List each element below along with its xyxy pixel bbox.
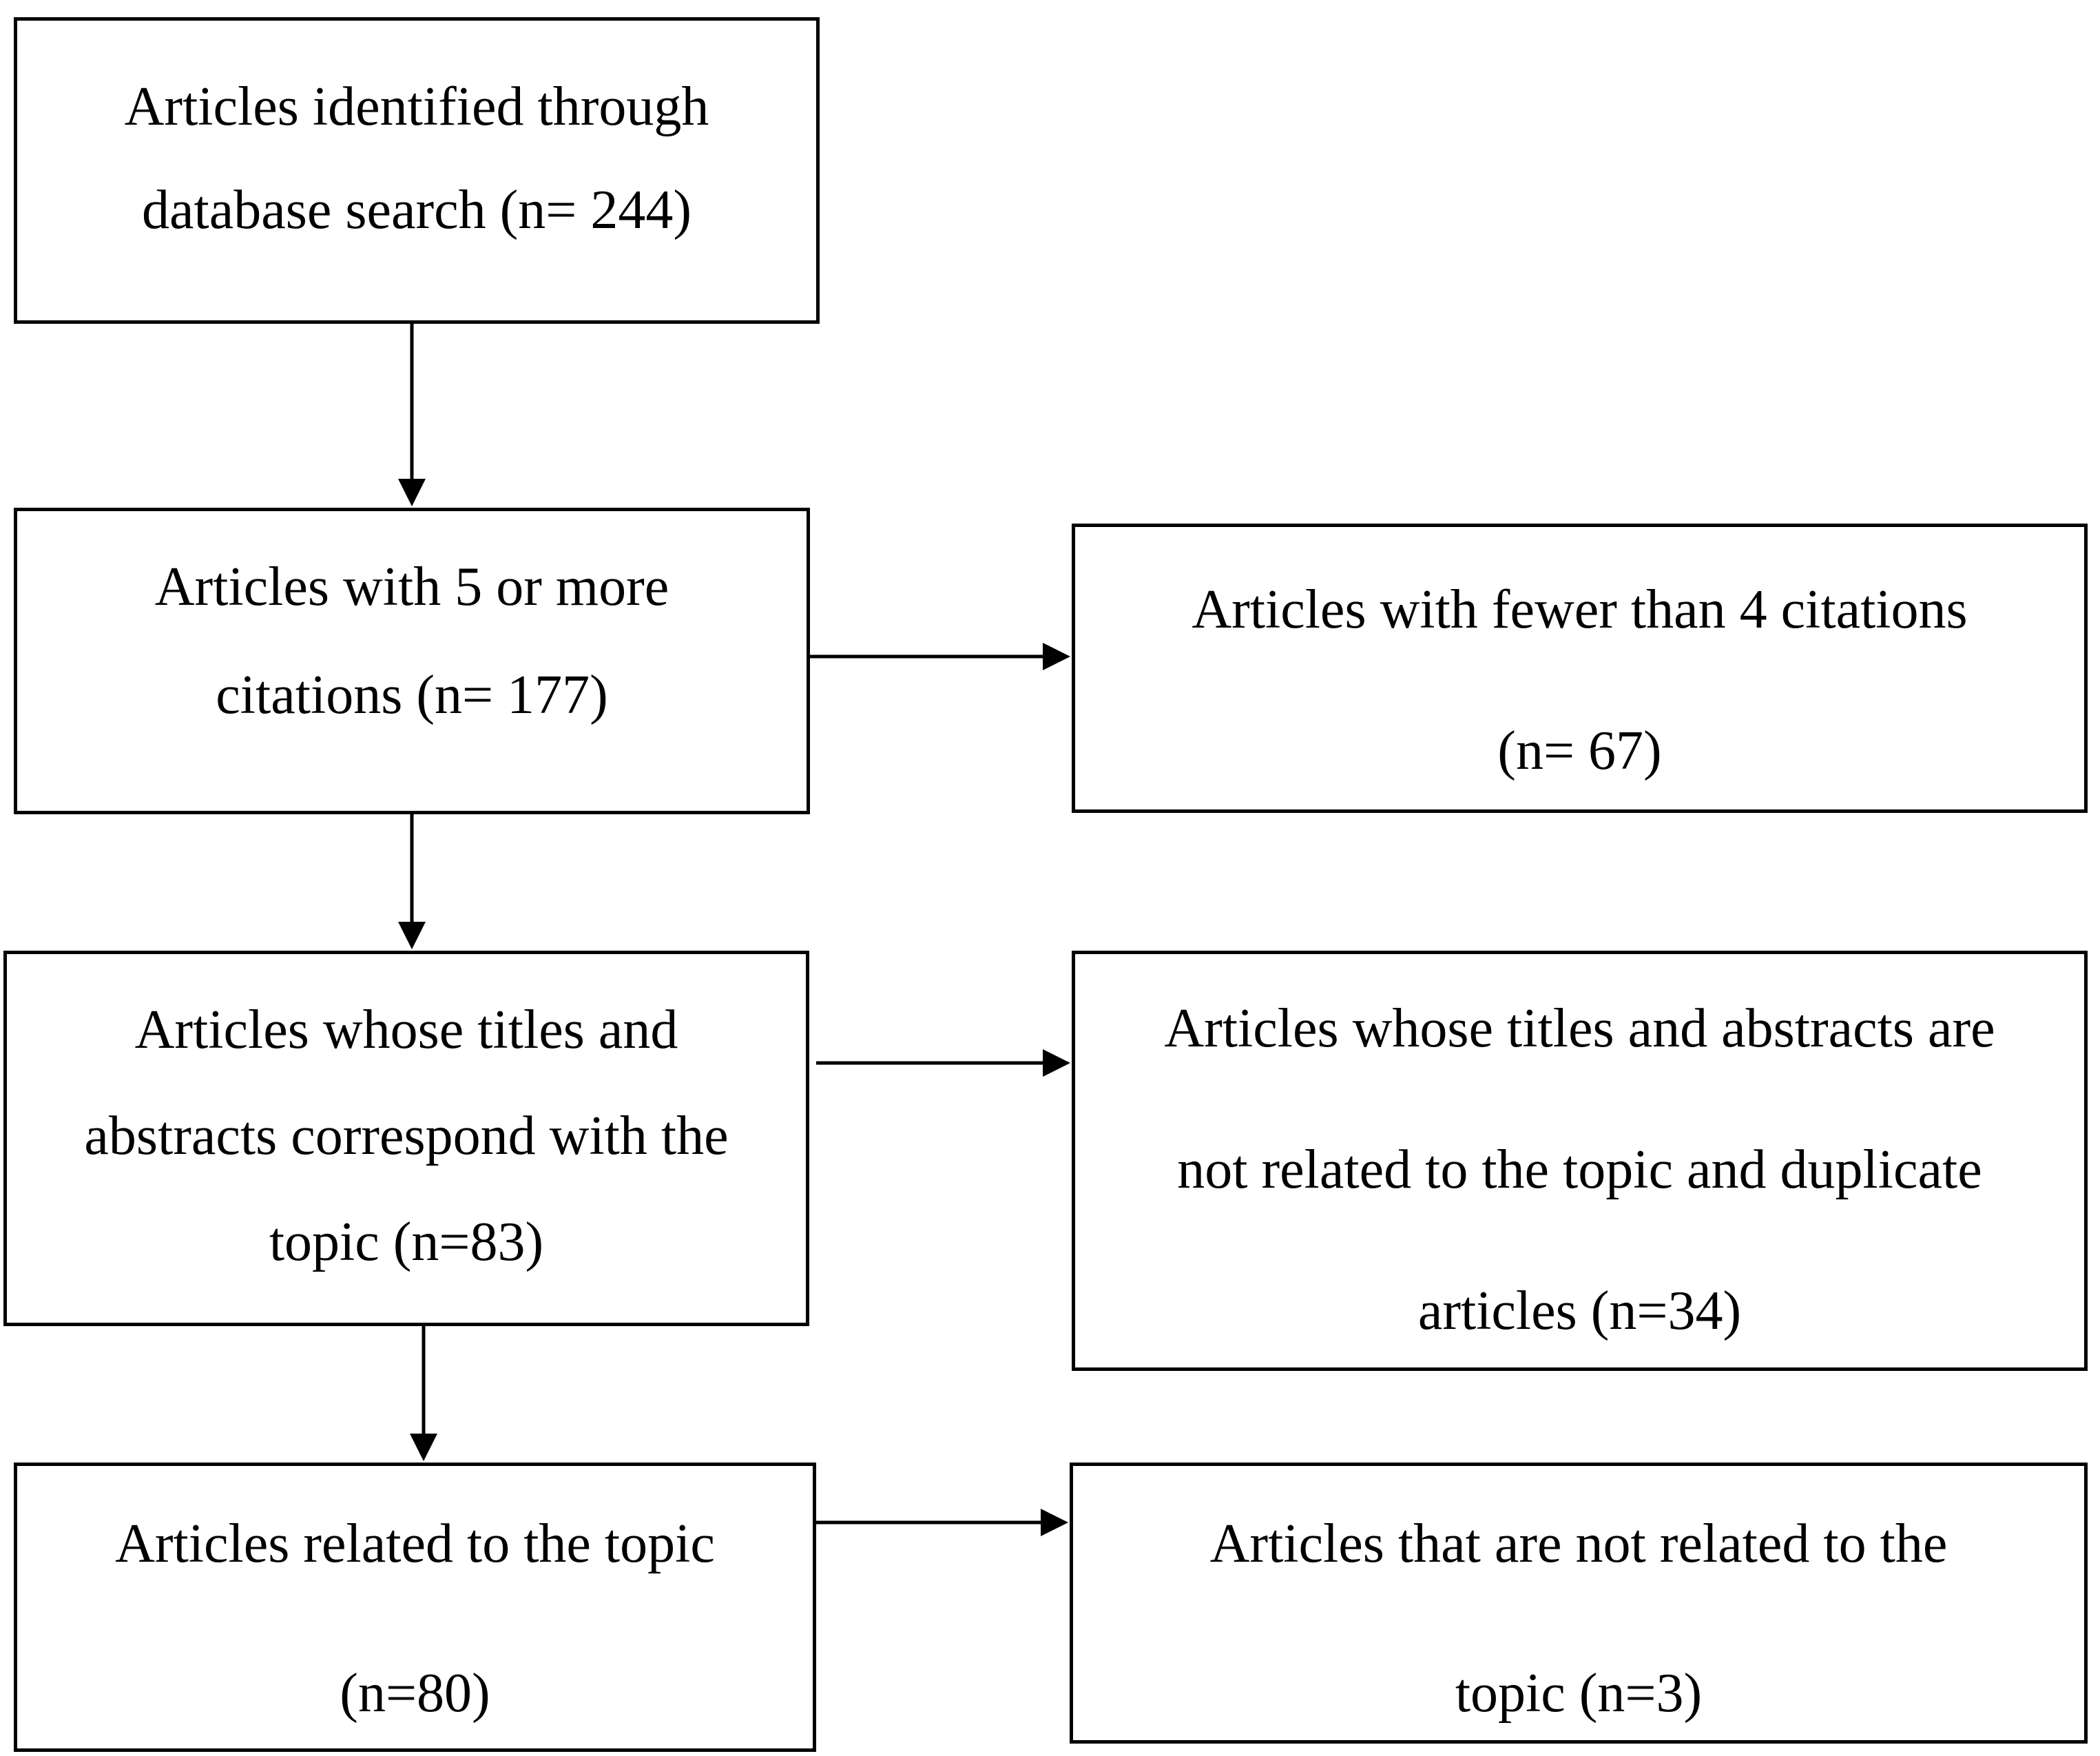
titles-match-box: Articles whose titles and abstracts corr… <box>3 951 809 1326</box>
not-related-dup-box: Articles whose titles and abstracts are … <box>1072 951 2088 1371</box>
related-line-1: Articles related to the topic <box>115 1514 715 1574</box>
five-or-more-line-1: Articles with 5 or more <box>154 557 669 617</box>
not-related-line-1: Articles that are not related to the <box>1209 1514 1948 1574</box>
fewer-than-four-line-1: Articles with fewer than 4 citations <box>1192 579 1968 640</box>
not-related-dup-line-2: not related to the topic and duplicate <box>1177 1139 1982 1200</box>
not-related-dup-line-1: Articles whose titles and abstracts are <box>1164 998 1995 1059</box>
related-box: Articles related to the topic (n=80) <box>14 1463 816 1752</box>
identified-line-1: Articles identified through <box>124 76 709 137</box>
fewer-than-four-box: Articles with fewer than 4 citations (n=… <box>1072 524 2088 813</box>
titles-match-line-2: abstracts correspond with the <box>84 1106 729 1166</box>
not-related-box: Articles that are not related to the top… <box>1070 1463 2088 1744</box>
five-or-more-box: Articles with 5 or more citations (n= 17… <box>14 508 810 814</box>
not-related-line-2: topic (n=3) <box>1455 1663 1703 1724</box>
not-related-dup-line-3: articles (n=34) <box>1417 1281 1742 1341</box>
identified-line-2: database search (n= 244) <box>141 180 692 240</box>
five-or-more-line-2: citations (n= 177) <box>216 665 608 725</box>
titles-match-line-1: Articles whose titles and <box>134 1000 678 1060</box>
identified-box: Articles identified through database sea… <box>14 17 820 324</box>
titles-match-line-3: topic (n=83) <box>269 1212 544 1272</box>
related-line-2: (n=80) <box>340 1663 490 1724</box>
fewer-than-four-line-2: (n= 67) <box>1497 721 1662 781</box>
